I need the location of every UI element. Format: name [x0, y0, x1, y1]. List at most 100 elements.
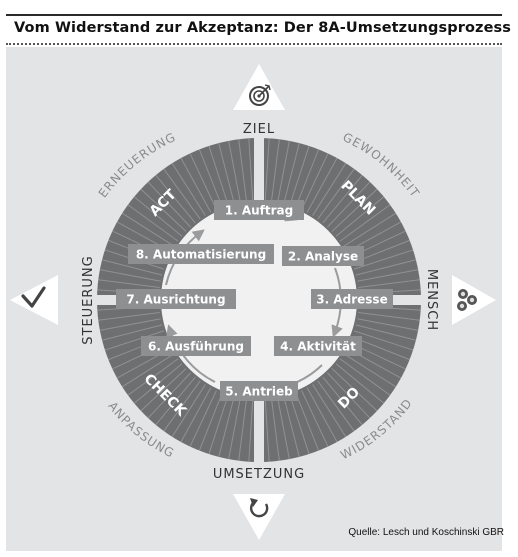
- ring-stripe: [327, 372, 371, 419]
- axis-label-bottom: UMSETZUNG: [213, 467, 305, 482]
- axis-label-right: MENSCH: [424, 269, 439, 331]
- people-icon: [457, 289, 477, 311]
- target-icon: [249, 84, 271, 106]
- cycle-arrow-icon: [249, 498, 269, 518]
- title-divider: [6, 43, 502, 45]
- ring-stripe: [335, 196, 385, 237]
- ring-stripe: [98, 312, 160, 321]
- step-box-1: 1. Auftrag: [214, 200, 304, 220]
- step-box-7: 7. Ausrichtung: [116, 289, 236, 309]
- step-box-5: 5. Antrieb: [220, 381, 298, 401]
- ring-stripe: [277, 398, 290, 460]
- ring-stripe: [238, 399, 247, 461]
- ring-stripe: [163, 168, 201, 220]
- ring-stripe: [180, 387, 212, 443]
- ring-stripe: [343, 353, 397, 388]
- ring-stripe: [301, 153, 329, 210]
- step-boxes: 1. Auftrag 2. Analyse 3. Adresse 4. Aktivit…: [116, 200, 393, 401]
- ring-stripe: [208, 394, 229, 455]
- ring-stripe: [355, 259, 417, 276]
- ring-stripe: [331, 188, 378, 232]
- ring-stripe: [358, 279, 420, 288]
- step-label: 8. Automatisierung: [136, 248, 266, 262]
- top-pointer: [233, 64, 285, 110]
- step-box-bg: [282, 246, 364, 266]
- source-credit: Quelle: Lesch und Koschinski GBR: [348, 527, 504, 538]
- ring-stripe: [312, 384, 347, 438]
- ring-stripe: [218, 396, 235, 458]
- ring-stripe: [147, 372, 191, 419]
- step-box-8: 8. Automatisierung: [128, 244, 274, 264]
- steering-check-icon: [21, 286, 46, 308]
- left-pointer: [10, 275, 58, 325]
- ring-stripe: [189, 390, 217, 447]
- step-label: 1. Auftrag: [225, 204, 293, 218]
- ring-stripe: [127, 204, 179, 242]
- ring-stripe: [248, 399, 254, 462]
- ring-stripe: [127, 358, 179, 396]
- ring-stripe: [355, 324, 417, 341]
- ring-stripe: [198, 392, 223, 451]
- ring-stripe: [283, 142, 300, 204]
- ring-stripe: [99, 269, 161, 282]
- step-box-6: 6. Ausführung: [141, 336, 251, 356]
- ring-stripe: [264, 399, 270, 462]
- ring-stripe: [180, 157, 212, 213]
- step-label: 5. Antrieb: [225, 385, 293, 399]
- ring-stripe: [317, 168, 355, 220]
- ring-stripe: [322, 376, 363, 426]
- step-label: 4. Aktivität: [280, 340, 356, 354]
- step-box-3: 3. Adresse: [311, 289, 393, 309]
- ring-stripe: [335, 363, 385, 404]
- step-box-bg: [141, 336, 251, 356]
- ring-stripe: [171, 384, 206, 438]
- bottom-pointer: [233, 494, 285, 540]
- ring-stripe: [331, 368, 378, 412]
- ring-stripe: [189, 153, 217, 210]
- step-box-bg: [220, 381, 298, 401]
- ring-stripe: [343, 212, 397, 247]
- ring-stripe: [98, 279, 160, 288]
- ring-stripe: [155, 376, 196, 426]
- step-box-4: 4. Aktivität: [274, 336, 362, 356]
- step-box-2: 2. Analyse: [282, 246, 364, 266]
- ring-stripe: [101, 259, 163, 276]
- ring-stripe: [104, 330, 165, 351]
- step-box-bg: [116, 289, 236, 309]
- ring-stripe: [238, 139, 247, 201]
- ring-stripe: [171, 162, 206, 216]
- ring-stripe: [357, 318, 419, 331]
- ring-stripe: [121, 353, 175, 388]
- ring-stripe: [322, 174, 363, 224]
- top-rule: [6, 14, 502, 16]
- ring-stripe: [283, 396, 300, 458]
- ring-stripe: [99, 318, 161, 331]
- step-label: 7. Ausrichtung: [126, 293, 225, 307]
- ring-stripe: [140, 188, 187, 232]
- step-box-bg: [311, 289, 393, 309]
- ring-stripe: [289, 145, 310, 206]
- ring-stripe: [271, 139, 280, 201]
- step-box-bg: [128, 244, 274, 264]
- ring-stripe: [133, 196, 183, 237]
- ring-stripe: [327, 181, 371, 228]
- ring-stripe: [228, 398, 241, 460]
- ring-stripe: [101, 324, 163, 341]
- step-box-bg: [214, 200, 304, 220]
- step-label: 2. Analyse: [288, 250, 358, 264]
- ring-stripe: [301, 390, 329, 447]
- ring-stripe: [198, 149, 223, 208]
- ring-stripe: [306, 157, 338, 213]
- ring-stripe: [306, 387, 338, 443]
- ring-stripe: [264, 138, 270, 201]
- step-label: 6. Ausführung: [148, 340, 244, 354]
- ring-stripe: [353, 330, 414, 351]
- ring-stripe: [121, 212, 175, 247]
- axis-label-left: STEUERUNG: [81, 255, 96, 344]
- ring-stripe: [163, 380, 201, 432]
- ring-stripe: [357, 269, 419, 282]
- ring-stripe: [271, 399, 280, 461]
- ring-stripe: [155, 174, 196, 224]
